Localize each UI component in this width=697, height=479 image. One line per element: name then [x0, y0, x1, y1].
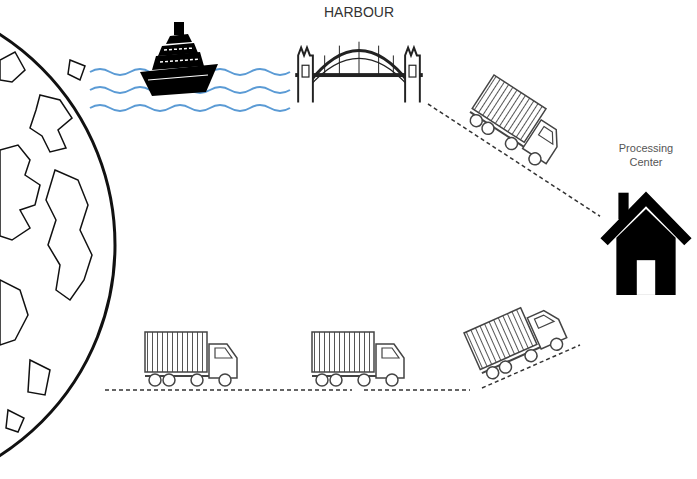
node-label: Processing Center: [611, 142, 681, 170]
node-icon: [600, 174, 692, 308]
road-connector: [428, 104, 600, 216]
ship: [140, 22, 218, 96]
processing-center-node: Processing Center: [600, 142, 692, 307]
harbour-node: HARBOUR: [290, 4, 428, 104]
node-icon: [290, 26, 428, 105]
truck-bottom: [145, 296, 570, 386]
node-label: HARBOUR: [294, 4, 424, 22]
truck-top: [465, 75, 572, 170]
globe: [0, 0, 115, 479]
